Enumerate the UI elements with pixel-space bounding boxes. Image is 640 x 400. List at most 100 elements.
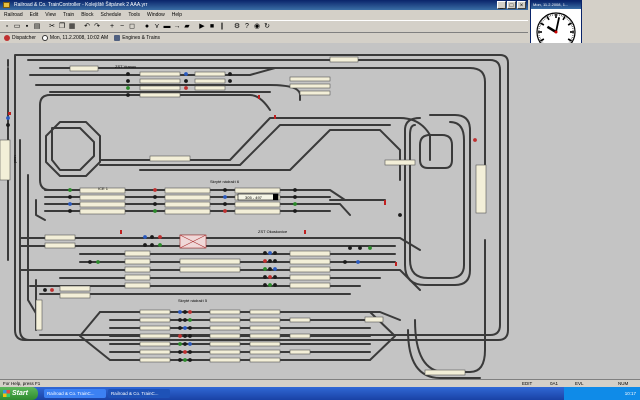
pause-icon[interactable]: ∥ [220,22,224,30]
start-button[interactable]: Start [0,387,38,400]
print-icon[interactable]: ▤ [33,22,41,30]
signal-lamp[interactable] [358,246,362,250]
block[interactable] [329,56,359,63]
signal-lamp[interactable] [273,259,277,263]
zoom-in-icon[interactable]: + [109,22,115,30]
signal-lamp[interactable] [293,209,297,213]
signal-lamp[interactable] [68,202,72,206]
block[interactable] [44,242,76,249]
block[interactable] [249,325,281,331]
signal-lamp[interactable] [178,334,182,338]
block[interactable] [164,208,211,215]
signal-lamp[interactable] [143,243,147,247]
block[interactable] [179,258,241,265]
block[interactable] [164,194,211,201]
block[interactable] [35,299,43,331]
block[interactable] [249,317,281,323]
signal-lamp[interactable] [158,243,162,247]
menu-block[interactable]: Block [81,12,94,18]
signal-lamp[interactable] [348,246,352,250]
help-icon[interactable]: ? [245,22,249,30]
signal-lamp[interactable] [268,251,272,255]
block[interactable] [139,341,171,347]
signal-lamp[interactable] [6,123,10,127]
signal-lamp[interactable] [68,188,72,192]
signal-lamp[interactable] [183,358,187,362]
block[interactable] [124,250,151,257]
signal-lamp[interactable] [184,72,188,76]
paste-icon[interactable]: ▦ [68,22,76,30]
tab-engines[interactable]: Engines & Trains [114,34,160,41]
block[interactable] [124,266,151,273]
block[interactable] [209,349,241,355]
block[interactable] [139,71,181,77]
block[interactable] [289,250,331,257]
block-icon[interactable]: ▬ [163,22,171,30]
signal-lamp[interactable] [6,116,10,120]
signal-lamp[interactable] [368,246,372,250]
signal-lamp[interactable] [183,350,187,354]
block[interactable] [249,333,281,339]
signal-lamp[interactable] [293,195,297,199]
window-title-bar[interactable]: Railroad & Co. TrainController - Kolejiš… [0,0,528,10]
signal-lamp[interactable] [263,283,267,287]
train-icon[interactable]: ▰ [184,22,190,30]
signal-lamp[interactable] [178,318,182,322]
signal-lamp[interactable] [293,202,297,206]
record-icon[interactable]: ◉ [253,22,261,30]
undo-icon[interactable]: ↶ [84,22,90,30]
signal-lamp[interactable] [293,188,297,192]
menu-window[interactable]: Window [147,12,165,18]
block[interactable] [384,159,416,166]
signal-lamp[interactable] [178,326,182,330]
block[interactable] [139,85,181,91]
block[interactable] [79,187,126,194]
menu-edit[interactable]: Edit [29,12,39,18]
taskbar-item-1[interactable]: Railroad & Co. TrainC... [44,389,106,398]
signal-lamp[interactable] [43,288,47,292]
signal-lamp[interactable] [188,358,192,362]
signal-lamp[interactable] [153,188,157,192]
block[interactable] [79,194,126,201]
signal-lamp[interactable] [356,260,360,264]
signal-lamp[interactable] [263,267,267,271]
block[interactable] [79,201,126,208]
signal-lamp[interactable] [188,334,192,338]
block[interactable] [194,78,226,84]
block[interactable] [149,155,191,162]
tab-datetime[interactable]: Mon, 11.2.2008, 10:02 AM [41,34,108,41]
block[interactable] [209,341,241,347]
signal-lamp[interactable] [228,79,232,83]
signal-lamp[interactable] [263,251,267,255]
block[interactable] [69,65,99,72]
open-icon[interactable]: ▭ [13,22,21,30]
stop-icon[interactable]: ■ [209,22,215,30]
cycle-icon[interactable]: ↻ [264,22,270,30]
save-icon[interactable]: ▪ [25,22,29,30]
signal-lamp[interactable] [178,310,182,314]
block[interactable] [289,333,311,339]
block[interactable] [179,266,241,273]
block[interactable] [209,357,241,363]
signal-lamp[interactable] [188,342,192,346]
signal-lamp[interactable] [223,202,227,206]
signal-lamp[interactable] [223,188,227,192]
block[interactable] [249,309,281,315]
signal-lamp[interactable] [183,342,187,346]
block[interactable] [289,76,331,82]
fit-icon[interactable]: ◻ [129,22,135,30]
block[interactable] [234,187,281,194]
block[interactable] [289,282,331,289]
zoom-out-icon[interactable]: − [119,22,125,30]
close-button[interactable]: × [517,1,526,9]
signal-icon[interactable]: ● [144,22,150,30]
settings-icon[interactable]: ⚙ [233,22,241,30]
signal-lamp[interactable] [188,318,192,322]
signal-lamp[interactable] [223,195,227,199]
block[interactable] [139,325,171,331]
block[interactable] [79,208,126,215]
signal-lamp[interactable] [126,72,130,76]
block[interactable] [289,83,331,89]
signal-lamp[interactable] [126,86,130,90]
block[interactable] [164,201,211,208]
